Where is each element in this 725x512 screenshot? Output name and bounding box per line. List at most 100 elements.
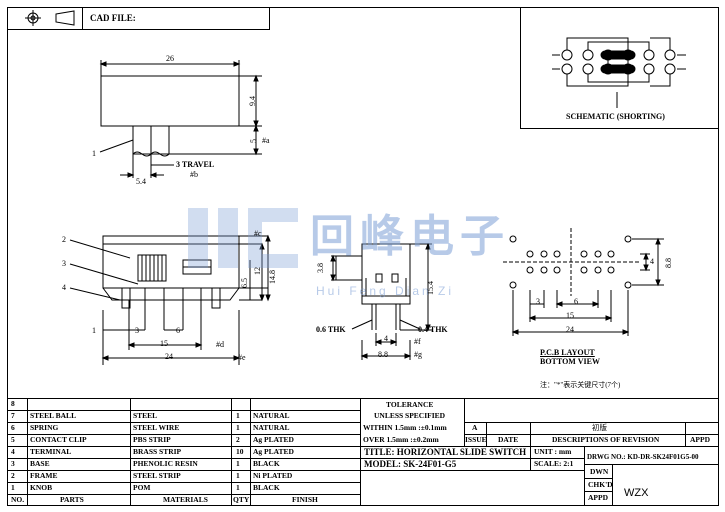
drawer-initials: WZX [624,487,649,499]
bom-cell-no: 6 [11,423,15,432]
bom-cell-materials: BRASS STRIP [133,447,182,456]
bom-cell-parts: KNOB [30,483,53,492]
bom-cell-no: 8 [11,399,15,408]
callout-4: 4 [62,283,66,292]
watermark-logo-icon [188,208,298,268]
dim-1: 1 [92,326,96,335]
dim-12: 12 [253,267,262,275]
bom-header-parts: PARTS [60,495,84,504]
descriptions-of-revision: DESCRIPTIONS OF REVISION [552,435,660,444]
bom-cell-finish: NATURAL [253,411,290,420]
pcb-dim-8-8: 8.8 [664,258,673,268]
bom-cell-materials: PBS STRIP [133,435,171,444]
dim-15-4: 15.4 [426,281,435,295]
bom-cell-finish: Ni PLATED [253,471,293,480]
bom-cell-parts: STEEL BALL [30,411,77,420]
schematic-diagram [552,37,686,108]
dim-knob: 5 [249,139,258,143]
initial-release: 初版 [592,423,607,432]
bom-cell-parts: SPRING [30,423,59,432]
tolerance-label: TOLERANCE [386,400,434,409]
watermark-pinyin: Hui Feng Dian Zi [316,284,455,298]
bom-cell-qty: 1 [236,423,240,432]
dim-15: 15 [160,339,168,348]
bom-cell-no: 3 [11,459,15,468]
bom-header-materials: MATERIALS [163,495,208,504]
bom-cell-finish: Ag PLATED [253,447,294,456]
bom-cell-finish: NATURAL [253,423,290,432]
dim-d-mark: #d [216,340,224,349]
bom-cell-materials: STEEL STRIP [133,471,181,480]
pcb-dim-6: 6 [574,297,578,306]
appd-label: APPD [690,435,710,444]
dim-travel: 3 TRAVEL [176,160,215,169]
switch-body-top [100,75,240,127]
bom-cell-materials: PHENOLIC RESIN [133,459,198,468]
dim-offset: 5.4 [136,177,146,186]
dim-24: 24 [165,352,173,361]
unless-specified: UNLESS SPECIFIED [374,411,446,420]
schematic-caption: SCHEMATIC (SHORTING) [566,112,665,121]
dim-4: 4 [384,334,388,343]
bom-cell-no: 7 [11,411,15,420]
pcb-caption: P.C.B LAYOUT [540,348,595,357]
bom-cell-qty: 10 [236,447,244,456]
bom-cell-materials: POM [133,483,151,492]
pcb-dim-24: 24 [566,325,574,334]
bom-cell-qty: 1 [236,471,240,480]
bom-cell-finish: Ag PLATED [253,435,294,444]
dim-length: 26 [166,54,174,63]
revision-letter: A [472,423,478,432]
date-label: DATE [498,435,519,444]
bom-cell-parts: BASE [30,459,50,468]
schematic-box [520,7,719,129]
pcb-dim-4: 4 [650,257,654,266]
model-label: MODEL: SK-24F01-G5 [364,459,457,469]
thk-left: 0.6 THK [316,325,346,334]
issue-label: ISSUE [465,435,487,444]
outer-border [7,7,719,506]
dim-3-8: 3.8 [316,263,325,273]
bom-grid [7,398,719,506]
chkd-label: CHK'D [588,480,613,489]
projection-symbol-icon [25,10,75,26]
dim-e-mark: #e [238,353,246,362]
tolerance-over: OVER 1.5mm :±0.2mm [363,435,439,444]
bom-cell-qty: 1 [236,459,240,468]
bom-header-no: NO. [11,495,25,504]
callout-3: 3 [62,259,66,268]
dim-14-8: 14.8 [268,270,277,284]
thk-right: 0.4 THK [418,325,448,334]
bom-cell-finish: BLACK [253,483,280,492]
bom-cell-parts: TERMINAL [30,447,72,456]
scale-label: SCALE: 2:1 [534,459,574,468]
dim-6: 6 [176,326,180,335]
callout-2: 2 [62,235,66,244]
bom-cell-no: 5 [11,435,15,444]
bom-header-finish: FINISH [292,495,318,504]
drawing-number: DRWG NO.: KD-DR-SK24F01G5-00 [587,453,699,461]
bom-cell-materials: STEEL WIRE [133,423,180,432]
pcb-bottom-view: BOTTOM VIEW [540,357,600,366]
dim-g-mark: #g [414,350,422,359]
bom-cell-parts: FRAME [30,471,58,480]
bom-cell-no: 1 [11,483,15,492]
callout-1: 1 [92,149,96,158]
drawing-title: TITLE: HORIZONTAL SLIDE SWITCH [364,447,527,457]
bom-cell-qty: 1 [236,483,240,492]
cad-file-label: CAD FILE: [90,13,136,23]
bom-cell-qty: 2 [236,435,240,444]
unit-label: UNIT : mm [534,447,572,456]
dim-3: 3 [135,326,139,335]
pcb-layout [503,228,664,336]
pcb-dim-15: 15 [566,311,574,320]
bom-header-qty: QTY [233,495,250,504]
title-block-grid [360,398,719,506]
bom-cell-materials: STEEL [133,411,158,420]
dim-knob-mark: #a [262,136,270,145]
appd-sign-label: APPD [588,493,608,502]
dwn-label: DWN [590,467,609,476]
dim-f-mark: #f [414,337,421,346]
